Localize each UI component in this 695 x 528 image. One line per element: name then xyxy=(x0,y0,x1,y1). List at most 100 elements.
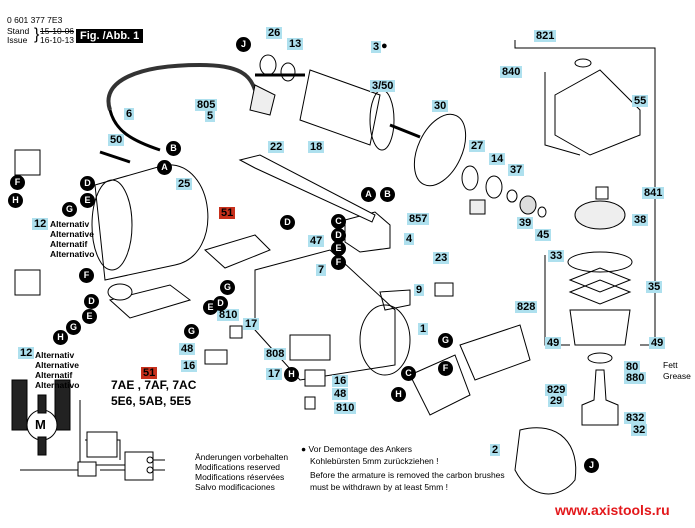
connector-h-12a: H xyxy=(8,193,23,208)
bearing-13 xyxy=(280,62,296,82)
brace: } xyxy=(34,26,40,43)
part-label-857: 857 xyxy=(407,213,430,225)
part-label-17-b: 17 xyxy=(266,368,283,380)
part-label-805: 805 xyxy=(195,99,218,111)
connector-j-guard: J xyxy=(584,458,599,473)
connector-c-coil: C xyxy=(401,366,416,381)
part-label-29: 29 xyxy=(548,395,565,407)
brush-holder-16a xyxy=(204,349,228,365)
spindle-cap xyxy=(574,58,592,68)
part-label-841: 841 xyxy=(642,187,665,199)
part-label-16-a: 16 xyxy=(181,360,198,372)
cord-end xyxy=(108,109,161,152)
housing-end xyxy=(91,179,133,271)
stand-label: Stand xyxy=(7,26,30,36)
part-label-38: 38 xyxy=(632,214,649,226)
variant-codes-1: 7AE , 7AF, 7AC xyxy=(111,378,197,392)
gasket-35a xyxy=(568,267,632,293)
watermark-url[interactable]: www.axistools.ru xyxy=(555,502,670,518)
connector-f-coil: F xyxy=(438,361,453,376)
connector-d-51a: D xyxy=(280,215,295,230)
part-label-80: 80 xyxy=(624,361,641,373)
part-label-33: 33 xyxy=(548,250,565,262)
part-label-832: 832 xyxy=(624,412,647,424)
connector-b-cord: B xyxy=(166,141,181,156)
brush-810a xyxy=(229,325,243,339)
variant-codes-2: 5E6, 5AB, 5E5 xyxy=(111,394,192,408)
connector-f-12a: F xyxy=(10,175,25,190)
armature xyxy=(299,69,381,146)
connector-e-switch: E xyxy=(331,241,346,256)
connector-f-switch: F xyxy=(331,255,346,270)
part-label-7: 7 xyxy=(316,264,327,276)
part-label-1: 1 xyxy=(418,323,429,335)
part-label-9: 9 xyxy=(414,284,425,296)
part-label-30: 30 xyxy=(432,100,449,112)
part-label-55: 55 xyxy=(632,95,649,107)
bushing-841 xyxy=(595,186,609,200)
bearing-flange xyxy=(569,309,631,346)
part-label-828: 828 xyxy=(515,301,538,313)
connector-h-brush: H xyxy=(284,367,299,382)
plate-9 xyxy=(379,289,411,311)
part-label-808: 808 xyxy=(264,348,287,360)
field-coil-2 xyxy=(459,324,531,381)
part-label-3-50: 3/50 xyxy=(370,80,396,92)
part-label-25: 25 xyxy=(176,178,193,190)
part-label-18: 18 xyxy=(308,141,325,153)
part-label-810-a: 810 xyxy=(217,309,240,321)
connector-h-12b: H xyxy=(53,330,68,345)
o-ring-33 xyxy=(567,251,633,273)
part-label-829: 829 xyxy=(545,384,568,396)
lock-button-23 xyxy=(434,282,454,297)
part-label-47: 47 xyxy=(308,235,325,247)
figure-label: Fig. /Abb. 1 xyxy=(76,29,144,43)
label-808 xyxy=(289,334,331,361)
part-label-2: 2 xyxy=(490,444,501,456)
field-coil-symbol-left xyxy=(11,379,28,431)
connector-e-12b: E xyxy=(82,309,97,324)
part-number: 0 601 377 7E3 xyxy=(7,15,63,25)
connector-j-top: J xyxy=(236,37,251,52)
connector-d-switch: D xyxy=(331,228,346,243)
part-label-12-top: 12 xyxy=(32,218,49,230)
connector-g-brush: G xyxy=(184,324,199,339)
part-label-840: 840 xyxy=(500,66,523,78)
screw-50 xyxy=(99,150,131,164)
connector-d-12b: D xyxy=(84,294,99,309)
connector-g-coil: G xyxy=(438,333,453,348)
bearing-cage xyxy=(469,199,486,215)
nut-45 xyxy=(537,206,547,218)
grease-note-en: Grease xyxy=(663,371,691,381)
washer-37 xyxy=(506,189,518,203)
electronic-module xyxy=(204,234,271,269)
bevel-gear-38 xyxy=(574,200,626,230)
brush-810b xyxy=(304,396,316,410)
issue-date: 16-10-13 xyxy=(40,35,75,45)
part-label-48-b: 48 xyxy=(332,388,349,400)
connector-h-coil: H xyxy=(391,387,406,402)
alternative-text-top: Alternativ Alternative Alternatif Altern… xyxy=(50,219,95,259)
part-label-27: 27 xyxy=(469,140,486,152)
part-label-810-b: 810 xyxy=(334,402,357,414)
part-label-45: 45 xyxy=(535,229,552,241)
part-label-49-right: 49 xyxy=(649,337,666,349)
part-label-26: 26 xyxy=(266,27,283,39)
connector-g-51a: G xyxy=(220,280,235,295)
issue-label: Issue xyxy=(7,35,28,45)
part-label-6: 6 xyxy=(124,108,135,120)
part-label-22: 22 xyxy=(268,141,285,153)
connector-a-switch: A xyxy=(361,187,376,202)
module-12b xyxy=(14,269,41,296)
air-guide xyxy=(413,113,467,187)
plug xyxy=(249,84,276,116)
motor-symbol-label: M xyxy=(35,417,46,432)
connector-a-cord: A xyxy=(157,160,172,175)
connector-e-12a: E xyxy=(80,193,95,208)
part-label-32: 32 xyxy=(631,424,648,436)
part-label-35: 35 xyxy=(646,281,663,293)
switch-rod xyxy=(238,154,376,223)
part-label-5: 5 xyxy=(205,110,216,122)
gasket-35b xyxy=(568,279,632,305)
part-label-49-left: 49 xyxy=(545,337,562,349)
